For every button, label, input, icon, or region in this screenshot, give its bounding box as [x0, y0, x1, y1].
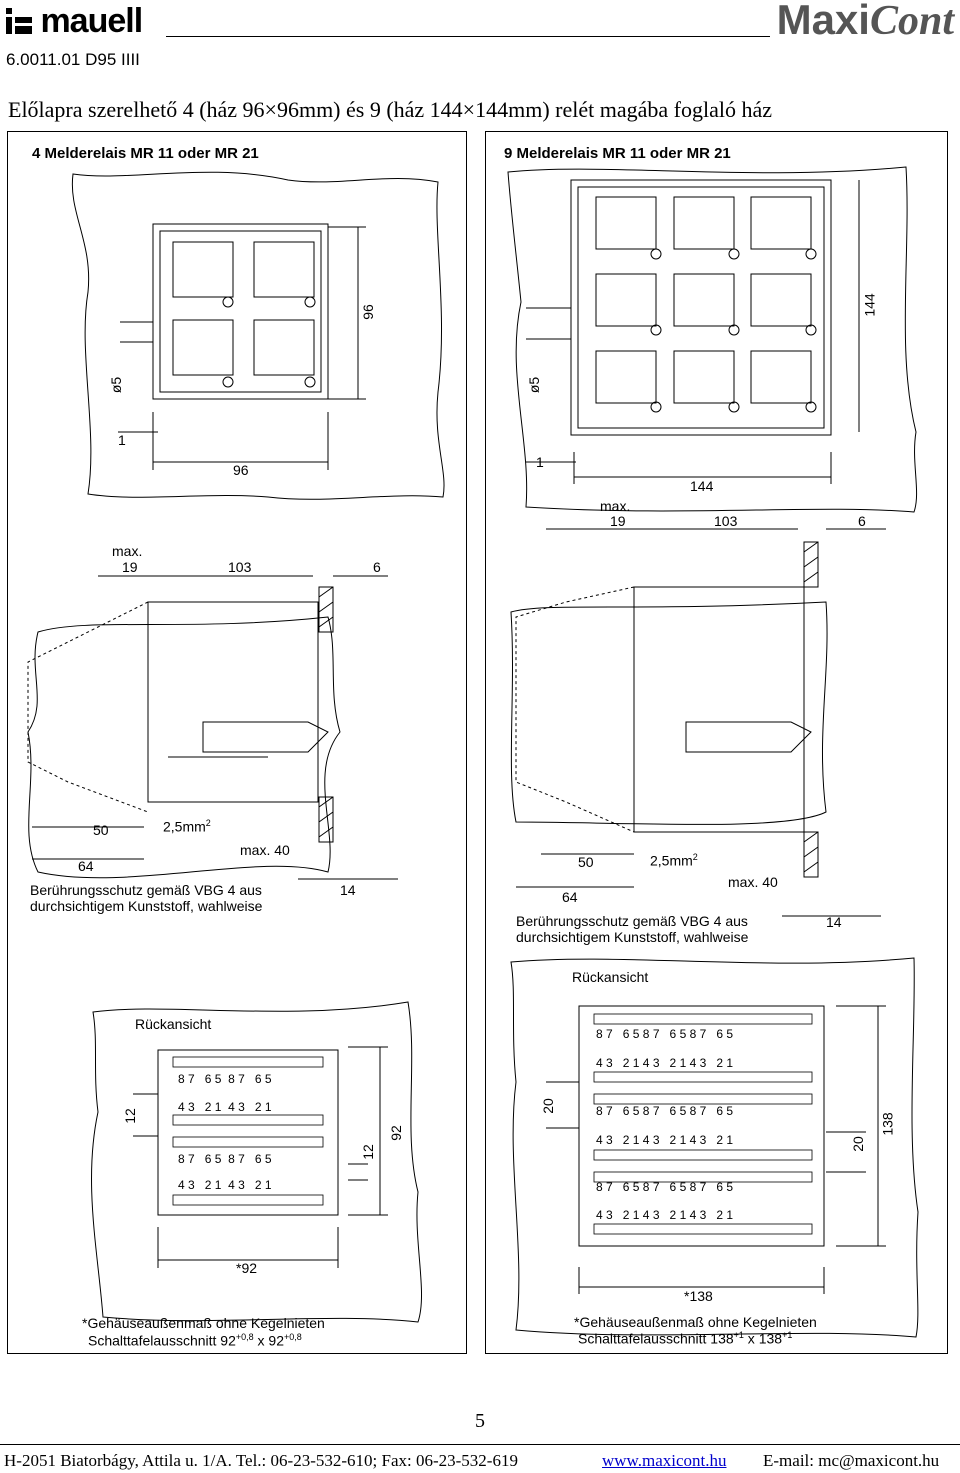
- right-dim-144-height: 144: [861, 293, 878, 317]
- right-side-panel-hatch: [803, 541, 819, 878]
- right-rear-terminals-bottom: 4 3 2 1 4 3 2 1 4 3 2 1: [596, 1056, 734, 1070]
- left-dim-diameter: ø5: [108, 376, 125, 394]
- left-side-dim-6: 6: [373, 559, 381, 575]
- right-rear-terminals-bottom-2: 4 3 2 1 4 3 2 1 4 3 2 1: [596, 1133, 734, 1147]
- left-side-note-line1: Berührungsschutz gemäß VBG 4 aus: [30, 882, 262, 898]
- right-rear-dim-138: 138: [879, 1112, 896, 1136]
- left-side-panel-hatch: [318, 586, 334, 843]
- right-dim-diameter: ø5: [526, 376, 543, 394]
- page-footer: H-2051 Biatorbágy, Attila u. 1/A. Tel.: …: [4, 1451, 956, 1471]
- left-side-housing: [147, 601, 319, 803]
- right-side-dim-50: 50: [578, 854, 594, 870]
- right-rear-note2: Schalttafelausschnitt 138+1 x 138+1: [578, 1330, 793, 1347]
- left-rear-label: Rückansicht: [135, 1016, 212, 1032]
- right-side-dim-19: 19: [610, 513, 626, 529]
- left-side-dim-max40: max. 40: [240, 842, 290, 858]
- right-side-cover-dashed: [515, 586, 635, 833]
- right-front-windows: [595, 196, 812, 404]
- left-drawing-panel: 4 Melderelais MR 11 oder MR 21 96 96 ø5 …: [7, 131, 467, 1354]
- right-front-screws: [650, 248, 817, 413]
- right-side-dim-64: 64: [562, 889, 578, 905]
- right-rear-terminals-top-3: 8 7 6 5 8 7 6 5 8 7 6 5: [596, 1180, 734, 1194]
- right-side-housing: [633, 586, 805, 833]
- left-side-dim-50: 50: [93, 822, 109, 838]
- right-front-housing: [570, 179, 832, 436]
- left-side-dim-103: 103: [228, 559, 252, 575]
- right-drawing-panel: 9 Melderelais MR 11 oder MR 21 144 144 ø…: [485, 131, 948, 1354]
- right-side-dim-103: 103: [714, 513, 738, 529]
- left-panel-title: 4 Melderelais MR 11 oder MR 21: [32, 145, 259, 162]
- right-rear-terminal-grid: [593, 1013, 813, 1235]
- footer-rule: [0, 1444, 960, 1445]
- left-side-wire-size: 2,5mm2: [163, 818, 211, 835]
- page-number: 5: [475, 1410, 485, 1432]
- right-rear-dim-width: *138: [684, 1288, 713, 1304]
- left-rear-dim-12b: 12: [359, 1144, 376, 1160]
- right-side-wire-size: 2,5mm2: [650, 852, 698, 869]
- right-side-dim-max40: max. 40: [728, 874, 778, 890]
- mauell-logo-text: mauell: [40, 2, 143, 40]
- page-title: Előlapra szerelhető 4 (ház 96×96mm) és 9…: [8, 97, 772, 122]
- right-rear-dim-20b: 20: [849, 1136, 866, 1152]
- left-rear-housing: [157, 1049, 339, 1216]
- right-side-paper-outline: [510, 601, 828, 825]
- left-rear-terminals-bottom: 4 3 2 1 4 3 2 1: [178, 1100, 272, 1114]
- footer-website-link[interactable]: www.maxicont.hu: [602, 1451, 727, 1470]
- right-front-paper-outline: [507, 166, 918, 513]
- right-technical-drawing: [507, 166, 919, 1338]
- left-rear-note2: Schalttafelausschnitt 92+0,8 x 92+0,8: [88, 1332, 302, 1349]
- right-side-dim-14: 14: [826, 914, 842, 930]
- left-front-paper-outline: [71, 171, 445, 500]
- left-side-max-label: max.: [112, 543, 143, 559]
- right-dim-1: 1: [536, 454, 544, 470]
- right-rear-terminals-bottom-3: 4 3 2 1 4 3 2 1 4 3 2 1: [596, 1208, 734, 1222]
- right-dim-144-width: 144: [690, 478, 714, 494]
- left-side-note-line2: durchsichtigem Kunststoff, wahlweise: [30, 898, 263, 914]
- right-rear-terminals-top: 8 7 6 5 8 7 6 5 8 7 6 5: [596, 1027, 734, 1041]
- left-rear-dim-92: 92: [387, 1125, 404, 1141]
- maxicont-logo-script: Cont: [869, 0, 954, 44]
- left-rear-dim-12a: 12: [121, 1108, 138, 1124]
- right-side-note-line2: durchsichtigem Kunststoff, wahlweise: [516, 929, 749, 945]
- right-rear-dim-20a: 20: [539, 1098, 556, 1114]
- left-technical-drawing: [27, 171, 445, 1323]
- left-rear-dim-width: *92: [236, 1260, 258, 1276]
- left-front-housing: [152, 223, 329, 400]
- document-code: 6.0011.01 D95 IIII: [6, 50, 140, 69]
- left-side-dim-19: 19: [122, 559, 138, 575]
- footer-address: H-2051 Biatorbágy, Attila u. 1/A. Tel.: …: [4, 1451, 518, 1470]
- left-side-dim-14: 14: [340, 882, 356, 898]
- left-side-paper-outline: [27, 616, 341, 879]
- left-rear-paper-outline: [91, 1001, 423, 1323]
- right-rear-label: Rückansicht: [572, 969, 649, 985]
- right-rear-terminals-top-2: 8 7 6 5 8 7 6 5 8 7 6 5: [596, 1104, 734, 1118]
- right-side-note-line1: Berührungsschutz gemäß VBG 4 aus: [516, 913, 748, 929]
- left-rear-terminals-top-2: 8 7 6 5 8 7 6 5: [178, 1152, 272, 1166]
- right-side-dim-6: 6: [858, 513, 866, 529]
- left-rear-terminals-bottom-2: 4 3 2 1 4 3 2 1: [178, 1178, 272, 1192]
- maxicont-logo: MaxiCont: [777, 0, 954, 45]
- left-dim-96-height: 96: [359, 304, 376, 320]
- right-side-max-label: max.: [600, 498, 631, 514]
- left-dim-96-width: 96: [233, 462, 249, 478]
- left-rear-terminal-grid: [172, 1056, 324, 1206]
- page-header: mauell MaxiCont 6.0011.01 D95 IIII: [0, 0, 960, 75]
- right-panel-title: 9 Melderelais MR 11 oder MR 21: [504, 145, 731, 162]
- left-side-dim-64: 64: [78, 858, 94, 874]
- right-rear-note1: *Gehäuseaußenmaß ohne Kegelnieten: [574, 1314, 817, 1330]
- left-dim-1: 1: [118, 432, 126, 448]
- header-rule: [166, 36, 770, 37]
- maxicont-logo-main: Maxi: [776, 0, 870, 43]
- left-rear-note1: *Gehäuseaußenmaß ohne Kegelnieten: [82, 1315, 325, 1331]
- left-side-cover-dashed: [27, 601, 149, 813]
- right-rear-housing: [578, 1005, 825, 1247]
- footer-email[interactable]: E-mail: mc@maxicont.hu: [763, 1451, 940, 1470]
- mauell-logo: mauell: [6, 2, 143, 41]
- left-front-screws: [222, 296, 316, 388]
- right-rear-paper-outline: [510, 957, 919, 1338]
- mauell-logo-mark-icon: [6, 8, 32, 34]
- left-rear-terminals-top: 8 7 6 5 8 7 6 5: [178, 1072, 272, 1086]
